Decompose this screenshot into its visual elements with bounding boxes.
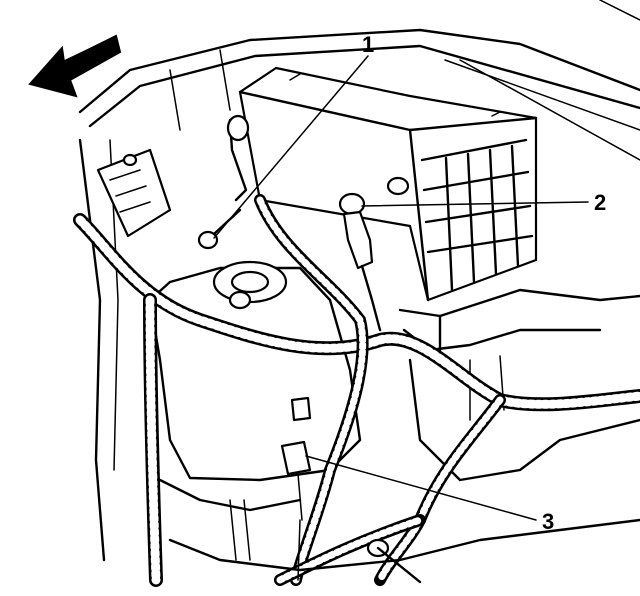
harness-connector xyxy=(280,396,312,581)
leader-line-2 xyxy=(361,201,589,207)
leader-lines xyxy=(213,55,589,521)
coolant-reservoir xyxy=(148,260,362,482)
battery-tray xyxy=(398,288,640,482)
callout-1-label: 1 xyxy=(362,32,375,57)
front-direction-arrow xyxy=(28,34,122,98)
leader-line-1 xyxy=(213,55,369,239)
lower-frame xyxy=(158,478,640,584)
battery xyxy=(238,66,538,302)
left-bracket xyxy=(96,148,172,238)
wiring-harness xyxy=(73,194,640,587)
leader-line-3 xyxy=(305,455,537,521)
positive-battery-cable xyxy=(197,114,250,250)
callout-3-label: 3 xyxy=(542,509,555,534)
negative-battery-cable xyxy=(338,192,382,332)
callout-2-label: 2 xyxy=(594,190,607,215)
cowl-structure xyxy=(78,0,640,562)
